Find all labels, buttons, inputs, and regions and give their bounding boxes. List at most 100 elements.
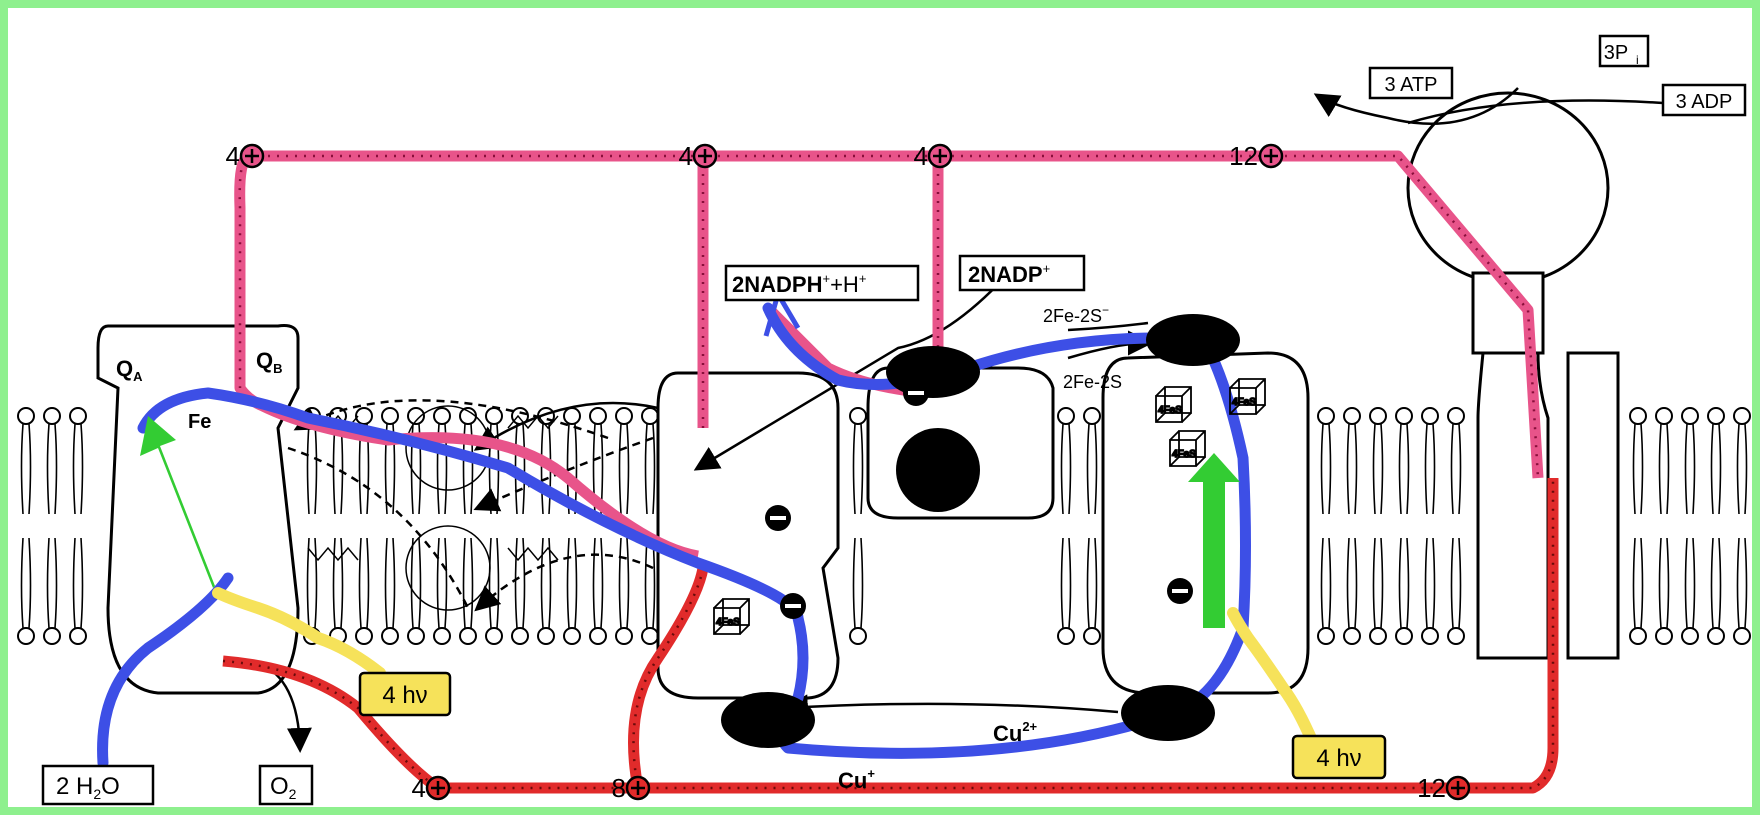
proton-count-bottom-2: 8 bbox=[612, 773, 626, 803]
lipid-head bbox=[512, 628, 528, 644]
pi-subscript: i bbox=[1636, 53, 1639, 67]
lipid-tail bbox=[620, 538, 629, 628]
lipid-head bbox=[434, 628, 450, 644]
lipid-head bbox=[1422, 628, 1438, 644]
lipid-head bbox=[460, 628, 476, 644]
lipid-tail bbox=[620, 424, 629, 514]
lipid-head bbox=[486, 628, 502, 644]
lipid-tail bbox=[74, 538, 83, 628]
lipid-head bbox=[1396, 408, 1412, 424]
lipid-head bbox=[1084, 408, 1100, 424]
lipid-head bbox=[1682, 628, 1698, 644]
lipid-head bbox=[1708, 628, 1724, 644]
qb-sub: B bbox=[273, 361, 282, 376]
water-text-b: O bbox=[101, 773, 120, 800]
lipid-head bbox=[1370, 408, 1386, 424]
atp-label: 3 ATP bbox=[1385, 74, 1438, 96]
lipid-head bbox=[616, 628, 632, 644]
fes-label: 4FeS bbox=[1172, 449, 1196, 460]
lipid-tail bbox=[1062, 424, 1071, 514]
lipid-head bbox=[486, 408, 502, 424]
lipid-tail bbox=[516, 538, 525, 628]
lipid-tail bbox=[1374, 424, 1383, 514]
lipid-head bbox=[564, 408, 580, 424]
lipid-head bbox=[70, 628, 86, 644]
lipid-head bbox=[1344, 408, 1360, 424]
fe2s-reduced-label: 2Fe-2S− bbox=[1043, 303, 1109, 326]
lipid-tail bbox=[646, 424, 655, 514]
qa-sub: A bbox=[133, 369, 143, 384]
lipid-head bbox=[356, 408, 372, 424]
pi-label: 3P bbox=[1604, 42, 1628, 64]
lipid-head bbox=[18, 408, 34, 424]
lipid-head bbox=[382, 408, 398, 424]
nadp-label: 2NADP+ bbox=[968, 261, 1050, 287]
lipid-head bbox=[1708, 408, 1724, 424]
lipid-tail bbox=[1426, 424, 1435, 514]
lipid-head bbox=[1396, 628, 1412, 644]
lipid-head bbox=[1734, 628, 1750, 644]
nadph-tail-sup: + bbox=[859, 271, 867, 286]
lipid-tail bbox=[1088, 538, 1097, 628]
lipid-tail bbox=[22, 424, 31, 514]
pc-label-left: Pc bbox=[753, 708, 782, 735]
proton-count-top-2: 4 bbox=[679, 141, 693, 171]
lipid-tail bbox=[360, 538, 369, 628]
lipid-head bbox=[1656, 628, 1672, 644]
lipid-tail bbox=[1660, 538, 1669, 628]
lipid-head bbox=[382, 628, 398, 644]
fe2s-reduced-text: 2Fe-2S bbox=[1043, 306, 1102, 326]
lipid-tail bbox=[1712, 424, 1721, 514]
lipid-head bbox=[564, 628, 580, 644]
lipid-head bbox=[642, 408, 658, 424]
lipid-head bbox=[1682, 408, 1698, 424]
nadph-tail: +H bbox=[830, 272, 859, 297]
lipid-tail bbox=[1634, 424, 1643, 514]
water-label: 2 H2O bbox=[56, 773, 120, 802]
lipid-head bbox=[1318, 628, 1334, 644]
fes-label: 4FeS bbox=[716, 617, 740, 628]
cu1-sup: + bbox=[867, 766, 875, 781]
lipid-tail bbox=[854, 424, 863, 514]
lipid-tail bbox=[1452, 538, 1461, 628]
fnr-label: FNR bbox=[913, 459, 962, 486]
fe2s-reduced-sup: − bbox=[1102, 303, 1109, 317]
proton-count-bottom-1: 4 bbox=[412, 773, 426, 803]
lipid-head bbox=[1448, 628, 1464, 644]
lipid-tail bbox=[1374, 538, 1383, 628]
nadph-text: 2NADPH bbox=[732, 272, 822, 297]
lipid-head bbox=[1058, 408, 1074, 424]
lipid-tail bbox=[646, 538, 655, 628]
oxygen-text: O bbox=[270, 773, 289, 800]
lipid-head bbox=[1344, 628, 1360, 644]
lipid-head bbox=[1318, 408, 1334, 424]
lipid-tail bbox=[1348, 424, 1357, 514]
cu1-text: Cu bbox=[838, 768, 867, 793]
lipid-tail bbox=[1712, 538, 1721, 628]
lipid-head bbox=[590, 628, 606, 644]
lipid-head bbox=[1084, 628, 1100, 644]
light-label-ps2: 4 hν bbox=[382, 682, 427, 709]
lipid-head bbox=[1448, 408, 1464, 424]
lipid-head bbox=[538, 628, 554, 644]
lipid-tail bbox=[594, 538, 603, 628]
adp-label: 3 ADP bbox=[1676, 91, 1733, 113]
fd-label-right: Fd bbox=[1178, 328, 1207, 355]
lipid-tail bbox=[22, 538, 31, 628]
lipid-tail bbox=[334, 538, 343, 628]
nadph-label: 2NADPH++H+ bbox=[732, 271, 866, 297]
water-text-a: 2 H bbox=[56, 773, 93, 800]
lipid-head bbox=[590, 408, 606, 424]
lipid-head bbox=[356, 628, 372, 644]
lipid-tail bbox=[1738, 538, 1747, 628]
lipid-head bbox=[408, 628, 424, 644]
qa-text: Q bbox=[116, 356, 133, 381]
lipid-tail bbox=[412, 538, 421, 628]
lipid-head bbox=[1734, 408, 1750, 424]
lipid-tail bbox=[308, 538, 317, 628]
light-label-ps1: 4 hν bbox=[1316, 745, 1361, 772]
lipid-tail bbox=[48, 538, 57, 628]
fes-label: 4FeS bbox=[1232, 397, 1256, 408]
